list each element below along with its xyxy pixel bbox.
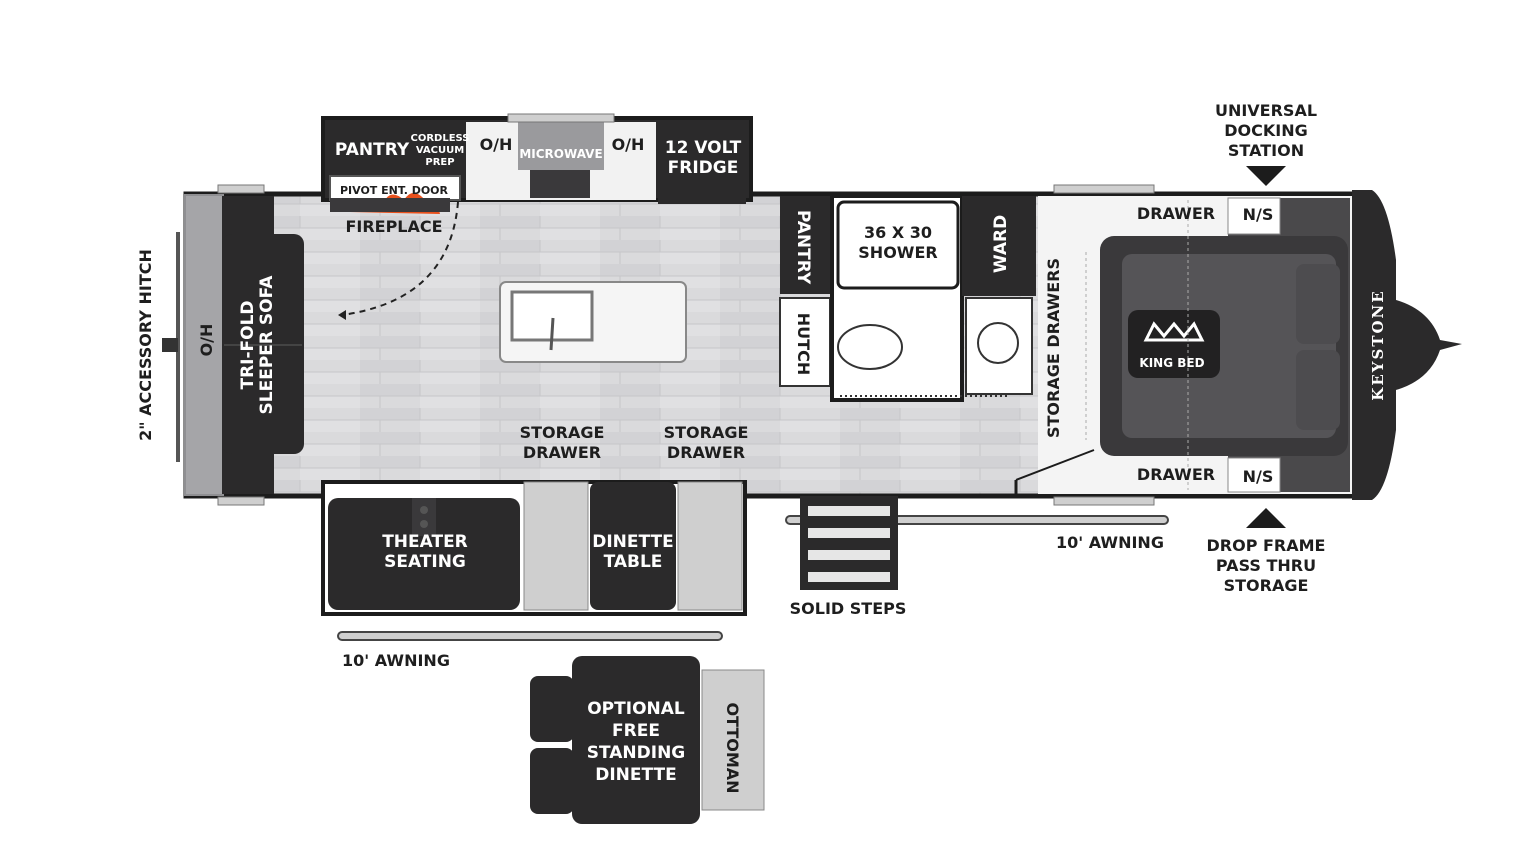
dinette-table [590, 482, 676, 610]
hutch [779, 297, 831, 387]
label-ottoman: OTTOMAN [723, 702, 742, 793]
window-bottom-right [1053, 496, 1155, 506]
label-awning-right: 10' AWNING [1056, 533, 1164, 552]
label-storage-drawers: STORAGE DRAWERS [1044, 258, 1063, 438]
label-drawer-bottom: DRAWER [1137, 465, 1215, 484]
label-pantry-side: PANTRY [793, 210, 813, 285]
shower [836, 200, 960, 290]
label-cordless-1: CORDLESS [411, 133, 470, 144]
front-wall [162, 194, 224, 496]
label-hitch: 2" ACCESSORY HITCH [136, 249, 155, 441]
wardrobe [962, 196, 1036, 296]
label-fridge-2: FRIDGE [668, 158, 739, 178]
theater-seating [328, 498, 520, 610]
toilet-icon [837, 324, 903, 370]
bath-sink-icon [977, 322, 1019, 364]
kitchen-slide [328, 113, 746, 320]
label-king-bed: KING BED [1139, 356, 1204, 370]
label-theater-2: SEATING [384, 552, 466, 572]
label-docking-1: UNIVERSAL [1215, 101, 1317, 120]
label-docking-3: STATION [1228, 141, 1304, 160]
nose-cap [1352, 190, 1462, 500]
label-ns-bottom: N/S [1243, 467, 1274, 486]
bottom-slide [328, 481, 743, 611]
solid-steps [800, 496, 898, 590]
kitchen-island [499, 281, 687, 363]
label-sofa-1: TRI-FOLD [238, 300, 258, 389]
brand-logo: KEYSTONE [1369, 289, 1387, 400]
optional-dinette [530, 656, 765, 824]
label-microwave: MICROWAVE [519, 147, 602, 161]
label-dropframe-1: DROP FRAME [1207, 536, 1326, 555]
label-storage-drawer-a-2: DRAWER [523, 443, 601, 462]
label-optional-4: DINETTE [595, 765, 676, 785]
window-top-left [217, 184, 265, 194]
arrow-down-icon [1246, 166, 1286, 186]
label-shower-1: 36 X 30 [864, 223, 932, 242]
label-awning-left: 10' AWNING [342, 651, 450, 670]
bedroom [1014, 196, 1358, 494]
label-solid-steps: SOLID STEPS [790, 599, 907, 618]
label-cordless-3: PREP [425, 157, 454, 168]
hitch-icon [162, 338, 178, 352]
label-pivot-door: PIVOT ENT. DOOR [340, 184, 449, 197]
window-bottom-left [217, 496, 265, 506]
label-dropframe-3: STORAGE [1224, 576, 1309, 595]
dinette-bench-right [677, 481, 743, 611]
label-sofa-2: SLEEPER SOFA [257, 275, 277, 415]
label-optional-2: FREE [612, 721, 660, 741]
label-optional-3: STANDING [587, 743, 686, 763]
awning-left [337, 631, 723, 641]
tri-fold-sofa [222, 196, 304, 494]
label-docking-2: DOCKING [1224, 121, 1308, 140]
crown-icon [1143, 321, 1205, 342]
label-storage-drawer-b-1: STORAGE [664, 423, 749, 442]
label-fireplace: FIREPLACE [345, 217, 442, 236]
dinette-bench-left [523, 481, 589, 611]
ottoman [701, 669, 765, 811]
bathroom [779, 194, 1036, 402]
label-drawer-top: DRAWER [1137, 204, 1215, 223]
label-pantry: PANTRY [335, 140, 410, 160]
label-dinette-1: DINETTE [592, 532, 673, 552]
label-optional-1: OPTIONAL [587, 699, 685, 719]
tongue-jack-icon [1396, 300, 1462, 390]
label-ns-top: N/S [1243, 205, 1274, 224]
label-hutch: HUTCH [794, 313, 813, 375]
pantry-side [780, 196, 830, 294]
label-storage-drawer-a-1: STORAGE [520, 423, 605, 442]
label-ward: WARD [991, 215, 1011, 273]
label-storage-drawer-b-2: DRAWER [667, 443, 745, 462]
window-top-right [1053, 184, 1155, 194]
label-dropframe-2: PASS THRU [1216, 556, 1316, 575]
arrow-up-icon [1246, 508, 1286, 528]
label-oh-left: O/H [480, 135, 513, 154]
label-theater-1: THEATER [382, 532, 468, 552]
label-oh-right: O/H [612, 135, 645, 154]
label-fridge-1: 12 VOLT [665, 138, 742, 158]
door-swing-icon [341, 201, 459, 316]
label-oh-front: O/H [197, 324, 216, 357]
fridge [658, 122, 746, 204]
microwave [518, 122, 604, 170]
label-shower-2: SHOWER [858, 243, 937, 262]
label-cordless-2: VACUUM [416, 145, 464, 156]
label-dinette-2: TABLE [604, 552, 663, 572]
range-icon [530, 170, 590, 198]
